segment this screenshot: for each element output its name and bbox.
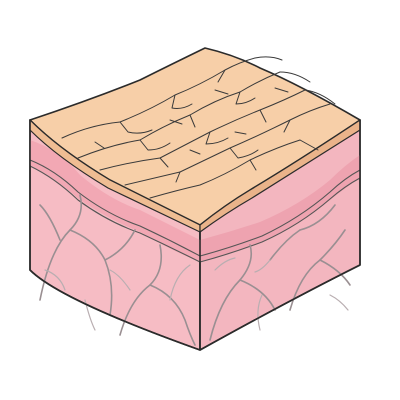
right-vessel-network <box>209 204 351 341</box>
layer-line-left-2 <box>29 165 201 263</box>
left-vessel-network <box>39 194 196 346</box>
right-dermis-band <box>200 155 360 262</box>
wrinkle-lines <box>61 56 336 199</box>
left-dermis-band <box>30 140 200 262</box>
layer-line-left-1 <box>29 159 201 257</box>
layer-line-right-1 <box>199 169 361 257</box>
block-outline <box>29 119 361 351</box>
layer-line-right-2 <box>199 177 361 263</box>
